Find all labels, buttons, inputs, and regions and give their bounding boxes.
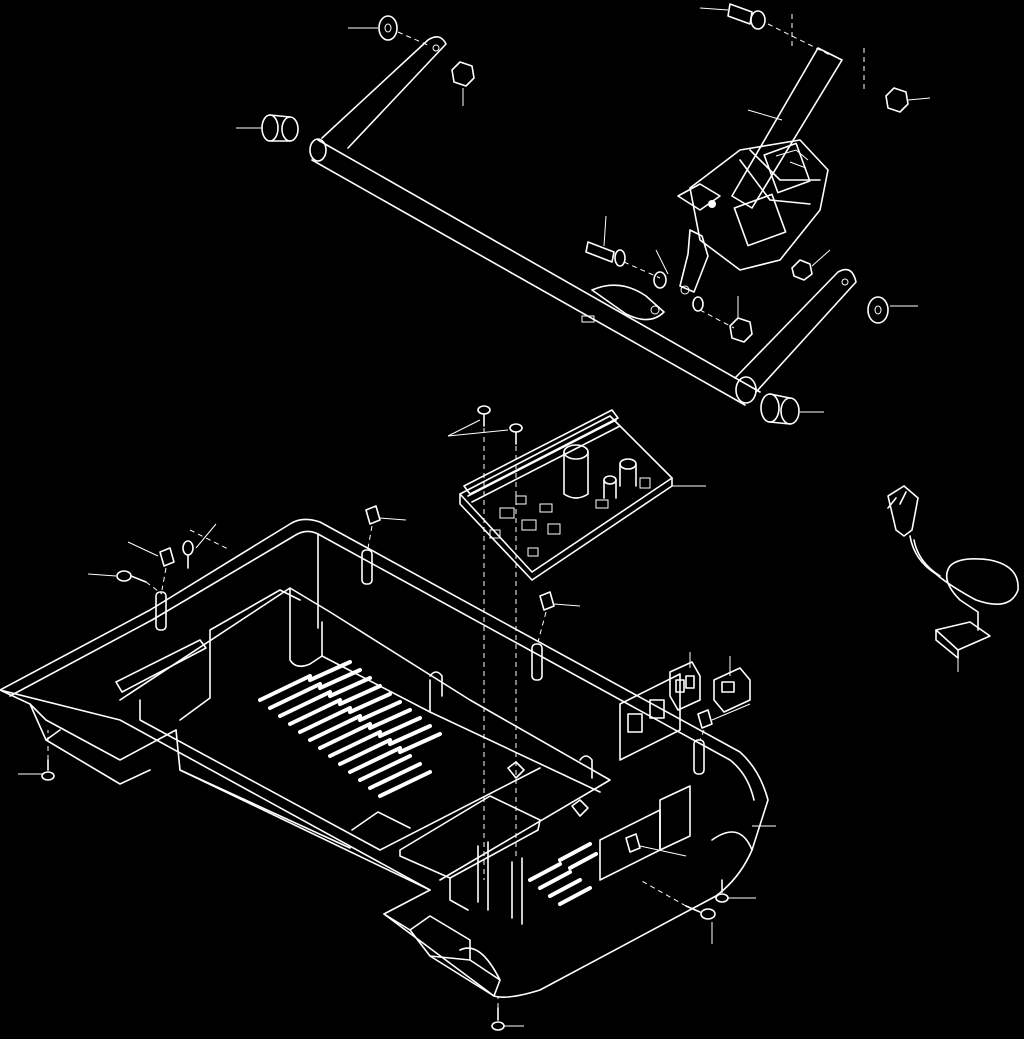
screw-left: [87, 570, 163, 595]
screw-bottom-center: [491, 996, 524, 1031]
clip-middle: [537, 591, 581, 643]
clip-front: [625, 833, 687, 857]
motor-mount-nut: [729, 296, 753, 343]
circuit-breaker: [713, 656, 751, 713]
screw-bottom-left: [18, 730, 55, 781]
power-cord: [887, 485, 1019, 672]
motor-mount-bolt: [585, 215, 661, 279]
controller-screws: [447, 405, 523, 880]
motor-hood-base: [0, 518, 776, 998]
motor-mount-washer: [653, 249, 735, 329]
top-left-nut: [451, 61, 475, 106]
left-wheel: [236, 114, 299, 142]
motor-controller-board: [459, 409, 706, 581]
incline-motor: [677, 47, 843, 295]
top-right-nut: [885, 87, 931, 113]
top-right-bolt: [699, 3, 865, 90]
right-arm-washer: [867, 296, 918, 324]
top-left-washer: [348, 15, 431, 47]
screw-right-2: [639, 879, 716, 944]
right-wheel: [760, 393, 824, 425]
screw-right-1: [715, 879, 756, 903]
vent-slots: [258, 660, 598, 906]
clip-left: [127, 541, 175, 591]
power-switch: [669, 652, 701, 711]
screw-left-top: [182, 523, 231, 569]
incline-frame: [309, 36, 857, 406]
clip-top: [365, 505, 407, 549]
right-arm-nut: [791, 249, 831, 281]
clip-right: [697, 703, 751, 741]
